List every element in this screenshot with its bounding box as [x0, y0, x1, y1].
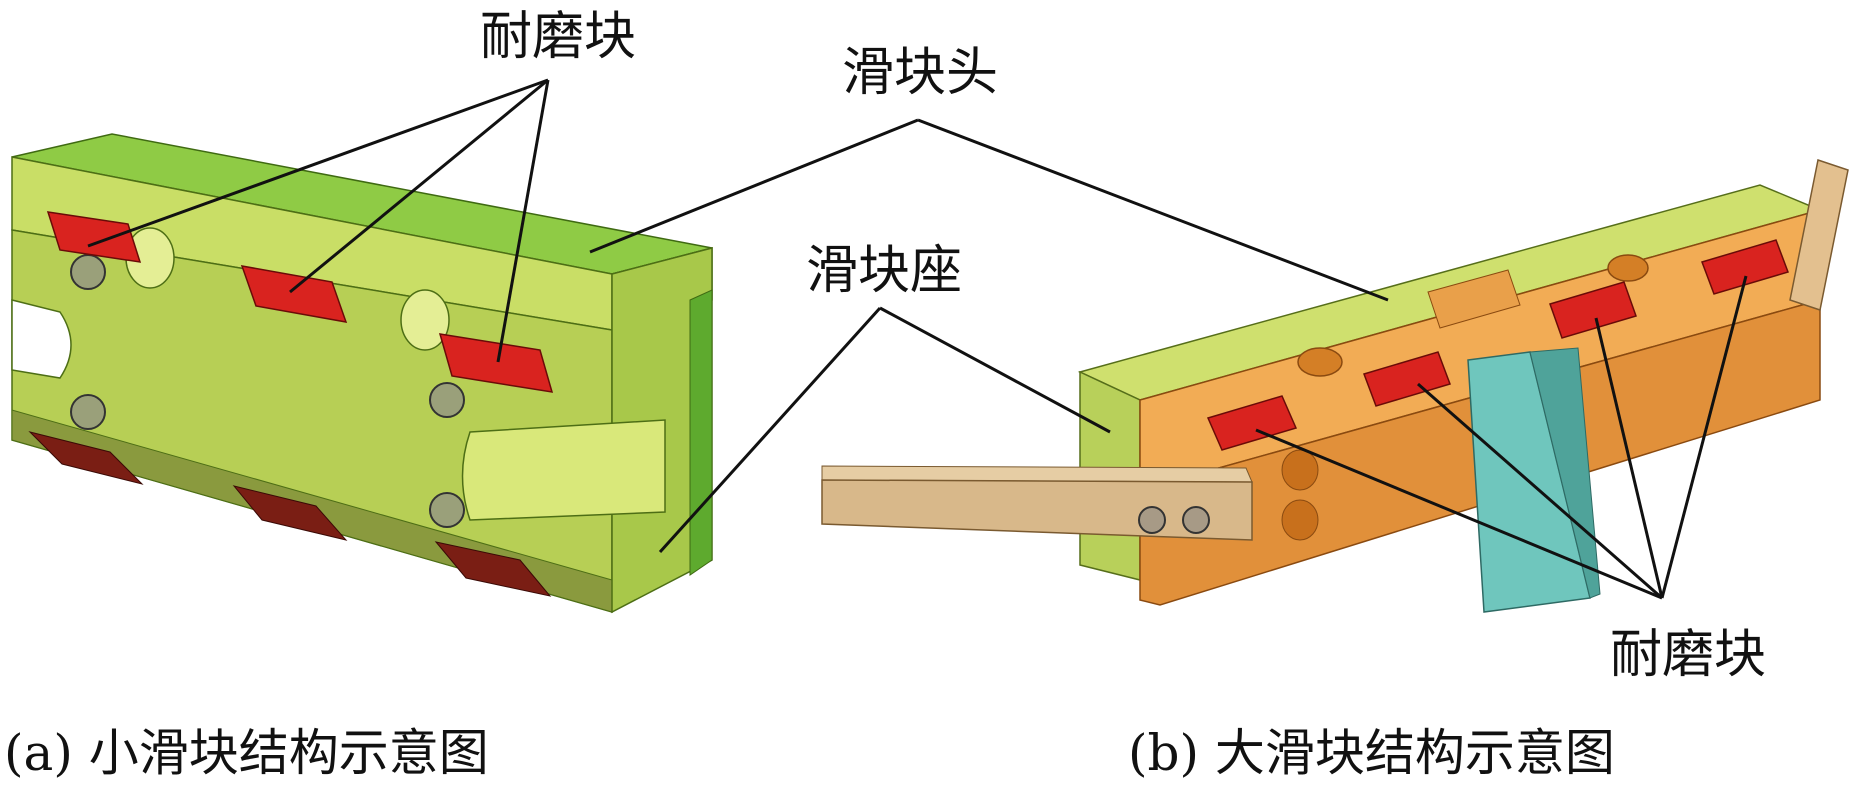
small-slider-bolt-4 — [429, 492, 465, 528]
leader-wear-top-1 — [87, 78, 549, 248]
large-wear-block-3 — [1549, 281, 1637, 339]
small-slider-end-strip — [689, 289, 713, 576]
leader-seat-a — [658, 306, 882, 554]
label-wear-block-top: 耐磨块 — [480, 7, 636, 67]
leader-wear-bot-4 — [1660, 275, 1748, 599]
caption-b: (b) 大滑块结构示意图 — [1128, 724, 1615, 782]
leader-wear-top-3 — [496, 79, 550, 363]
small-wear-block-1 — [46, 211, 142, 263]
leader-wear-top-2 — [289, 78, 549, 294]
label-slider-seat: 滑块座 — [806, 241, 962, 301]
large-wear-block-2 — [1363, 351, 1451, 407]
small-slider-notch — [11, 299, 72, 379]
small-slider-slot — [461, 419, 666, 521]
large-slider-angled-rod — [1789, 159, 1849, 311]
small-wear-block-6 — [434, 541, 552, 597]
leader-wear-bot-1 — [1255, 428, 1663, 600]
large-slider-hole-1 — [1297, 347, 1343, 377]
large-slider-hole-3 — [1281, 449, 1319, 491]
small-wear-block-5 — [232, 485, 348, 541]
small-slider-bolt-2 — [70, 394, 106, 430]
leader-wear-bot-2 — [1417, 382, 1663, 600]
large-wear-block-1 — [1206, 395, 1298, 451]
leader-head-b — [917, 118, 1389, 302]
leader-head-a — [589, 118, 919, 254]
label-slider-head: 滑块头 — [842, 43, 998, 103]
large-slider-hole-2 — [1607, 254, 1649, 282]
large-slider-top-notch — [1427, 269, 1521, 329]
large-slider-hole-4 — [1281, 499, 1319, 541]
small-wear-block-2 — [240, 265, 348, 323]
large-slider-assembly — [821, 159, 1849, 613]
leader-seat-b — [879, 306, 1111, 434]
rod-bolt-1 — [1138, 506, 1166, 534]
small-slider-bolt-1 — [70, 254, 106, 290]
small-slider-bolt-3 — [429, 382, 465, 418]
small-wear-block-3 — [438, 333, 554, 393]
small-slider-assembly — [11, 133, 713, 614]
caption-a: (a) 小滑块结构示意图 — [4, 724, 489, 782]
rod-bolt-2 — [1182, 506, 1210, 534]
large-wear-block-4 — [1701, 239, 1789, 295]
leader-lines — [87, 78, 1748, 600]
label-wear-block-bottom: 耐磨块 — [1610, 625, 1766, 685]
leader-wear-bot-3 — [1594, 317, 1664, 599]
small-wear-block-4 — [28, 431, 144, 485]
small-slider-hole-2 — [400, 289, 450, 351]
